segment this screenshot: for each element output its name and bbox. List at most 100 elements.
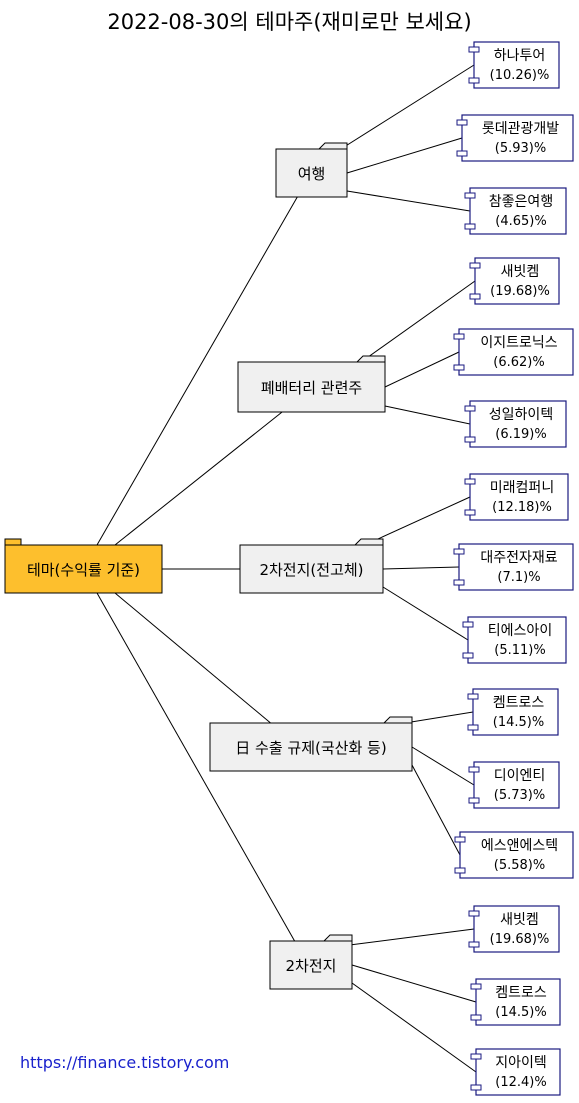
stock-name: 새빗켐 bbox=[500, 912, 539, 928]
stock-box bbox=[473, 905, 560, 953]
stock-return: (7.1)% bbox=[497, 570, 540, 585]
stock-port-top bbox=[454, 836, 466, 843]
stock-name: 미래컴퍼니 bbox=[490, 480, 554, 496]
stock-node: 참좋은여행 (4.65)% bbox=[464, 187, 567, 235]
stock-port-top bbox=[468, 766, 480, 773]
stock-name: 새빗켐 bbox=[501, 264, 540, 280]
root-node: 테마(수익률 기준) bbox=[4, 538, 163, 594]
stock-box bbox=[473, 41, 560, 89]
stock-node: 디이엔티(5.73)% bbox=[468, 761, 560, 809]
theme-label: 2차전지 bbox=[286, 957, 337, 975]
stock-box bbox=[469, 473, 569, 521]
stock-return: (5.73)% bbox=[494, 788, 545, 803]
theme-node: 폐배터리 관련주 bbox=[237, 355, 386, 413]
connector-theme-stock bbox=[411, 764, 461, 856]
stock-port-bottom bbox=[462, 652, 474, 659]
stock-node: 새빗켐(19.68)% bbox=[469, 257, 560, 305]
stock-node: 켐트로스 (14.5)% bbox=[470, 978, 561, 1026]
stock-return: (19.68)% bbox=[490, 932, 550, 947]
stock-port-bottom bbox=[464, 436, 476, 443]
connector-lines bbox=[96, 64, 477, 1073]
stock-port-top bbox=[470, 983, 482, 990]
stock-port-bottom bbox=[469, 293, 481, 300]
stock-node: 롯데관광개발(5.93)% bbox=[456, 114, 574, 162]
connector-theme-stock bbox=[411, 746, 475, 786]
folder-body bbox=[4, 544, 163, 594]
stock-port-bottom bbox=[470, 1014, 482, 1021]
stock-port-bottom bbox=[454, 867, 466, 874]
stock-box bbox=[459, 831, 574, 879]
theme-node: 여행 bbox=[275, 142, 348, 198]
connector-theme-stock bbox=[346, 137, 463, 174]
stock-box bbox=[469, 400, 567, 448]
connector-root-theme bbox=[96, 592, 296, 942]
folder-body bbox=[209, 722, 413, 772]
connector-root-theme bbox=[96, 196, 298, 546]
stock-box bbox=[475, 978, 561, 1026]
stock-port-bottom bbox=[464, 509, 476, 516]
stock-port-bottom bbox=[453, 364, 465, 371]
connector-theme-stock bbox=[346, 190, 471, 212]
stock-port-top bbox=[468, 910, 480, 917]
stock-return: (6.62)% bbox=[493, 355, 544, 370]
stock-node: 성일하이텍 (6.19)% bbox=[464, 400, 567, 448]
theme-label: 폐배터리 관련주 bbox=[261, 379, 362, 397]
stock-port-bottom bbox=[468, 797, 480, 804]
theme-label: 2차전지(전고체) bbox=[259, 561, 363, 579]
stock-return: (14.5)% bbox=[493, 715, 544, 730]
folder-body bbox=[239, 544, 384, 594]
stock-name: 롯데관광개발 bbox=[482, 121, 559, 137]
connector-root-theme bbox=[114, 592, 271, 724]
root-label: 테마(수익률 기준) bbox=[27, 561, 140, 579]
stock-node: 대주전자재료(7.1)% bbox=[453, 543, 574, 591]
folder-body bbox=[275, 148, 348, 198]
stock-return: (4.65)% bbox=[495, 214, 546, 229]
theme-node: 日 수출 규제(국산화 등) bbox=[209, 716, 413, 772]
connector-theme-stock bbox=[333, 928, 475, 948]
stock-name: 켐트로스 bbox=[495, 985, 547, 1001]
stock-port-top bbox=[464, 405, 476, 412]
stock-name: 성일하이텍 bbox=[489, 407, 553, 423]
stock-name: 에스앤에스텍 bbox=[481, 838, 558, 854]
theme-node: 2차전지 bbox=[269, 934, 353, 990]
stock-port-top bbox=[453, 548, 465, 555]
connector-theme-stock bbox=[384, 351, 460, 388]
stock-port-top bbox=[469, 262, 481, 269]
stock-node: 새빗켐 (19.68)% bbox=[468, 905, 560, 953]
stock-return: (14.5)% bbox=[495, 1005, 546, 1020]
stock-box bbox=[472, 688, 559, 736]
stock-port-top bbox=[464, 478, 476, 485]
stock-name: 하나투어 bbox=[494, 48, 546, 64]
stock-return: (5.58)% bbox=[494, 858, 545, 873]
stock-box bbox=[458, 543, 574, 591]
stock-node: 켐트로스 (14.5)% bbox=[467, 688, 559, 736]
stock-node: 이지트로닉스 (6.62)% bbox=[453, 328, 574, 376]
stock-node: 지아이텍 (12.4)% bbox=[470, 1048, 561, 1096]
stock-port-top bbox=[470, 1053, 482, 1060]
stock-name: 이지트로닉스 bbox=[480, 335, 557, 351]
footer-link[interactable]: https://finance.tistory.com bbox=[20, 1053, 230, 1072]
stock-port-top bbox=[468, 46, 480, 53]
connector-theme-stock bbox=[382, 566, 460, 570]
theme-label: 여행 bbox=[298, 165, 326, 183]
stock-port-bottom bbox=[456, 150, 468, 157]
stock-port-top bbox=[462, 621, 474, 628]
connector-theme-stock bbox=[351, 964, 477, 1003]
stock-box bbox=[467, 616, 567, 664]
stock-return: (12.4)% bbox=[495, 1075, 546, 1090]
stock-port-bottom bbox=[464, 223, 476, 230]
stock-name: 켐트로스 bbox=[493, 695, 545, 711]
stock-name: 참좋은여행 bbox=[489, 194, 553, 210]
stock-box bbox=[474, 257, 560, 305]
stock-return: (6.19)% bbox=[495, 427, 546, 442]
stock-port-top bbox=[467, 693, 479, 700]
folder-body bbox=[237, 361, 386, 413]
stock-name: 지아이텍 bbox=[495, 1055, 547, 1071]
stock-return: (12.18)% bbox=[492, 500, 552, 515]
folder-tab bbox=[323, 934, 353, 942]
folder-tab bbox=[318, 142, 348, 150]
stock-node: 미래컴퍼니 (12.18)% bbox=[464, 473, 569, 521]
stock-node: 에스앤에스텍 (5.58)% bbox=[454, 831, 574, 879]
